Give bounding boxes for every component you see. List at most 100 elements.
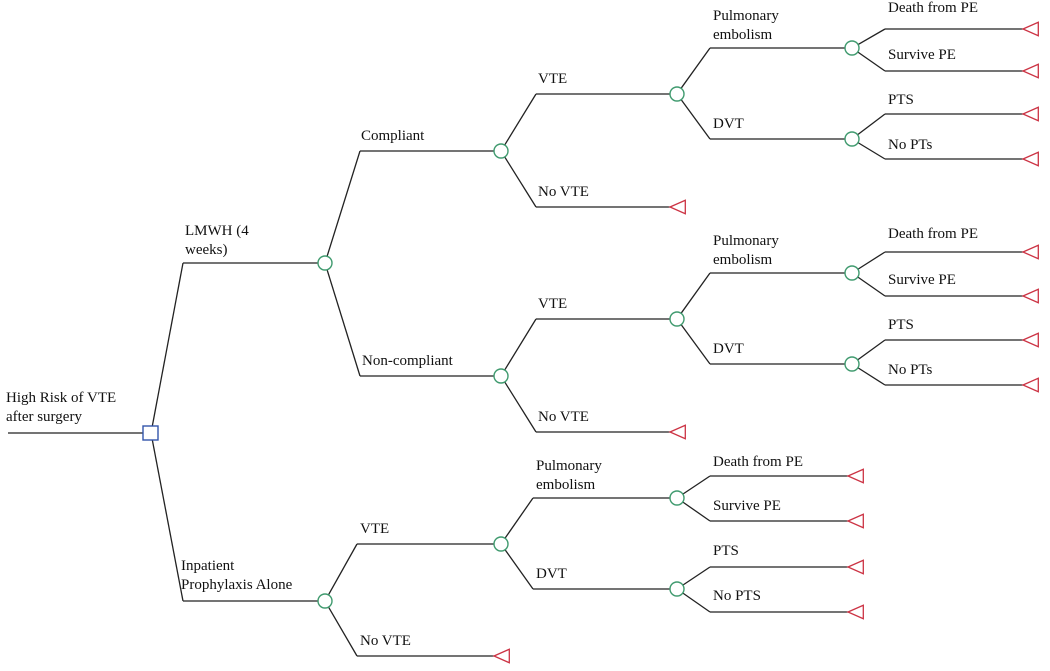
label-ip-no-pts-line-1: No PTS — [713, 588, 761, 604]
terminal-node-nc-pts — [1021, 332, 1039, 348]
label-nc-no-pts-line-1: No PTs — [888, 362, 933, 378]
label-c-no-vte-line-1: No VTE — [538, 184, 589, 200]
label-ip-pts: PTS — [713, 543, 739, 559]
terminal-node-c-death — [1021, 21, 1039, 37]
edge-diagonal-ip-vte — [327, 543, 358, 596]
label-c-vte: VTE — [538, 71, 567, 87]
decision-node-root — [142, 425, 159, 441]
terminal-node-c-survive — [1021, 63, 1039, 79]
label-nc-no-pts: No PTs — [888, 362, 933, 378]
edge-diagonal-ip-no-vte — [327, 606, 358, 657]
chance-node-nc-pe — [844, 265, 860, 281]
edge-diagonal-ip-no-pts — [682, 592, 711, 613]
label-ip-no-vte: No VTE — [360, 633, 411, 649]
chance-node-lmwh — [317, 255, 333, 271]
label-nc-survive: Survive PE — [888, 272, 956, 288]
label-ip-death-line-1: Death from PE — [713, 454, 803, 470]
edge-diagonal-c-no-vte — [504, 156, 537, 208]
label-c-dvt: DVT — [713, 116, 744, 132]
edge-diagonal-nc-vte — [504, 318, 537, 371]
terminal-node-ip-no-vte — [492, 648, 510, 664]
chance-node-ip-pe — [669, 490, 685, 506]
label-inpatient-line-1: Inpatient — [181, 558, 235, 574]
terminal-node-ip-survive — [846, 513, 864, 529]
label-root-line-2: after surgery — [6, 409, 82, 425]
label-nc-vte-line-1: VTE — [538, 296, 567, 312]
label-ip-survive: Survive PE — [713, 498, 781, 514]
label-ip-no-vte-line-1: No VTE — [360, 633, 411, 649]
label-root-line-1: High Risk of VTE — [6, 390, 116, 406]
edge-diagonal-ip-survive — [682, 501, 711, 522]
label-ip-dvt: DVT — [536, 566, 567, 582]
edge-diagonal-c-dvt — [680, 99, 711, 140]
label-ip-vte: VTE — [360, 521, 389, 537]
label-c-survive: Survive PE — [888, 47, 956, 63]
terminal-node-c-pts — [1021, 106, 1039, 122]
chance-node-c-vte — [669, 86, 685, 102]
label-nc-dvt-line-1: DVT — [713, 341, 744, 357]
label-c-no-vte: No VTE — [538, 184, 589, 200]
edge-diagonal-ip-dvt — [504, 549, 534, 590]
terminal-node-nc-survive — [1021, 288, 1039, 304]
edge-diagonal-ip-pts — [682, 566, 711, 586]
label-inpatient-line-2: Prophylaxis Alone — [181, 577, 293, 593]
label-compliant-line-1: Compliant — [361, 128, 425, 144]
edge-diagonal-c-no-pts — [857, 142, 886, 160]
label-c-no-pts: No PTs — [888, 137, 933, 153]
edge-diagonal-ip-death — [682, 475, 711, 495]
edge-diagonal-c-pts — [857, 113, 886, 136]
chance-node-nc-vte — [669, 311, 685, 327]
label-nc-pe-line-1: Pulmonary — [713, 233, 779, 249]
label-nc-death: Death from PE — [888, 226, 978, 242]
label-ip-pe-line-1: Pulmonary — [536, 458, 602, 474]
edge-diagonal-nc-no-vte — [504, 381, 537, 433]
chance-node-non-compliant — [493, 368, 509, 384]
label-nc-survive-line-1: Survive PE — [888, 272, 956, 288]
label-nc-no-vte: No VTE — [538, 409, 589, 425]
chance-node-nc-dvt — [844, 356, 860, 372]
label-root: High Risk of VTE after surgery — [6, 390, 116, 425]
label-ip-dvt-line-1: DVT — [536, 566, 567, 582]
terminal-node-ip-no-pts — [846, 604, 864, 620]
edge-diagonal-ip-pe — [504, 497, 534, 539]
terminal-node-nc-death — [1021, 244, 1039, 260]
chance-node-ip-vte — [493, 536, 509, 552]
label-c-pts: PTS — [888, 92, 914, 108]
label-c-pe: Pulmonary embolism — [713, 8, 779, 43]
label-ip-vte-line-1: VTE — [360, 521, 389, 537]
label-lmwh: LMWH (4 weeks) — [185, 223, 249, 258]
edge-diagonal-non-compliant — [326, 269, 361, 377]
label-ip-pe-line-2: embolism — [536, 477, 595, 493]
edge-diagonal-c-pe — [680, 47, 711, 89]
edge-diagonal-nc-death — [857, 251, 886, 270]
label-ip-no-pts: No PTS — [713, 588, 761, 604]
label-nc-vte: VTE — [538, 296, 567, 312]
label-non-compliant: Non-compliant — [362, 353, 454, 369]
label-lmwh-line-2: weeks) — [185, 242, 227, 258]
edge-diagonal-inpatient — [151, 439, 184, 602]
label-c-death: Death from PE — [888, 0, 978, 16]
edge-diagonal-nc-pts — [857, 339, 886, 361]
terminal-node-ip-pts — [846, 559, 864, 575]
label-c-pe-line-2: embolism — [713, 27, 772, 43]
terminal-node-nc-no-vte — [668, 424, 686, 440]
label-c-pe-line-1: Pulmonary — [713, 8, 779, 24]
label-ip-pe: Pulmonary embolism — [536, 458, 602, 493]
label-non-compliant-line-1: Non-compliant — [362, 353, 454, 369]
label-nc-pts: PTS — [888, 317, 914, 333]
edge-diagonal-c-death — [857, 28, 886, 46]
label-nc-death-line-1: Death from PE — [888, 226, 978, 242]
edge-diagonal-compliant — [326, 150, 361, 257]
chance-node-compliant — [493, 143, 509, 159]
edge-diagonal-nc-no-pts — [857, 367, 886, 386]
tree-edges — [8, 28, 1023, 657]
label-ip-pts-line-1: PTS — [713, 543, 739, 559]
edge-diagonal-lmwh — [151, 262, 184, 427]
label-lmwh-line-1: LMWH (4 — [185, 223, 249, 239]
terminal-node-ip-death — [846, 468, 864, 484]
chance-node-inpatient — [317, 593, 333, 609]
label-c-pts-line-1: PTS — [888, 92, 914, 108]
label-nc-dvt: DVT — [713, 341, 744, 357]
tree-nodes — [142, 21, 1039, 664]
